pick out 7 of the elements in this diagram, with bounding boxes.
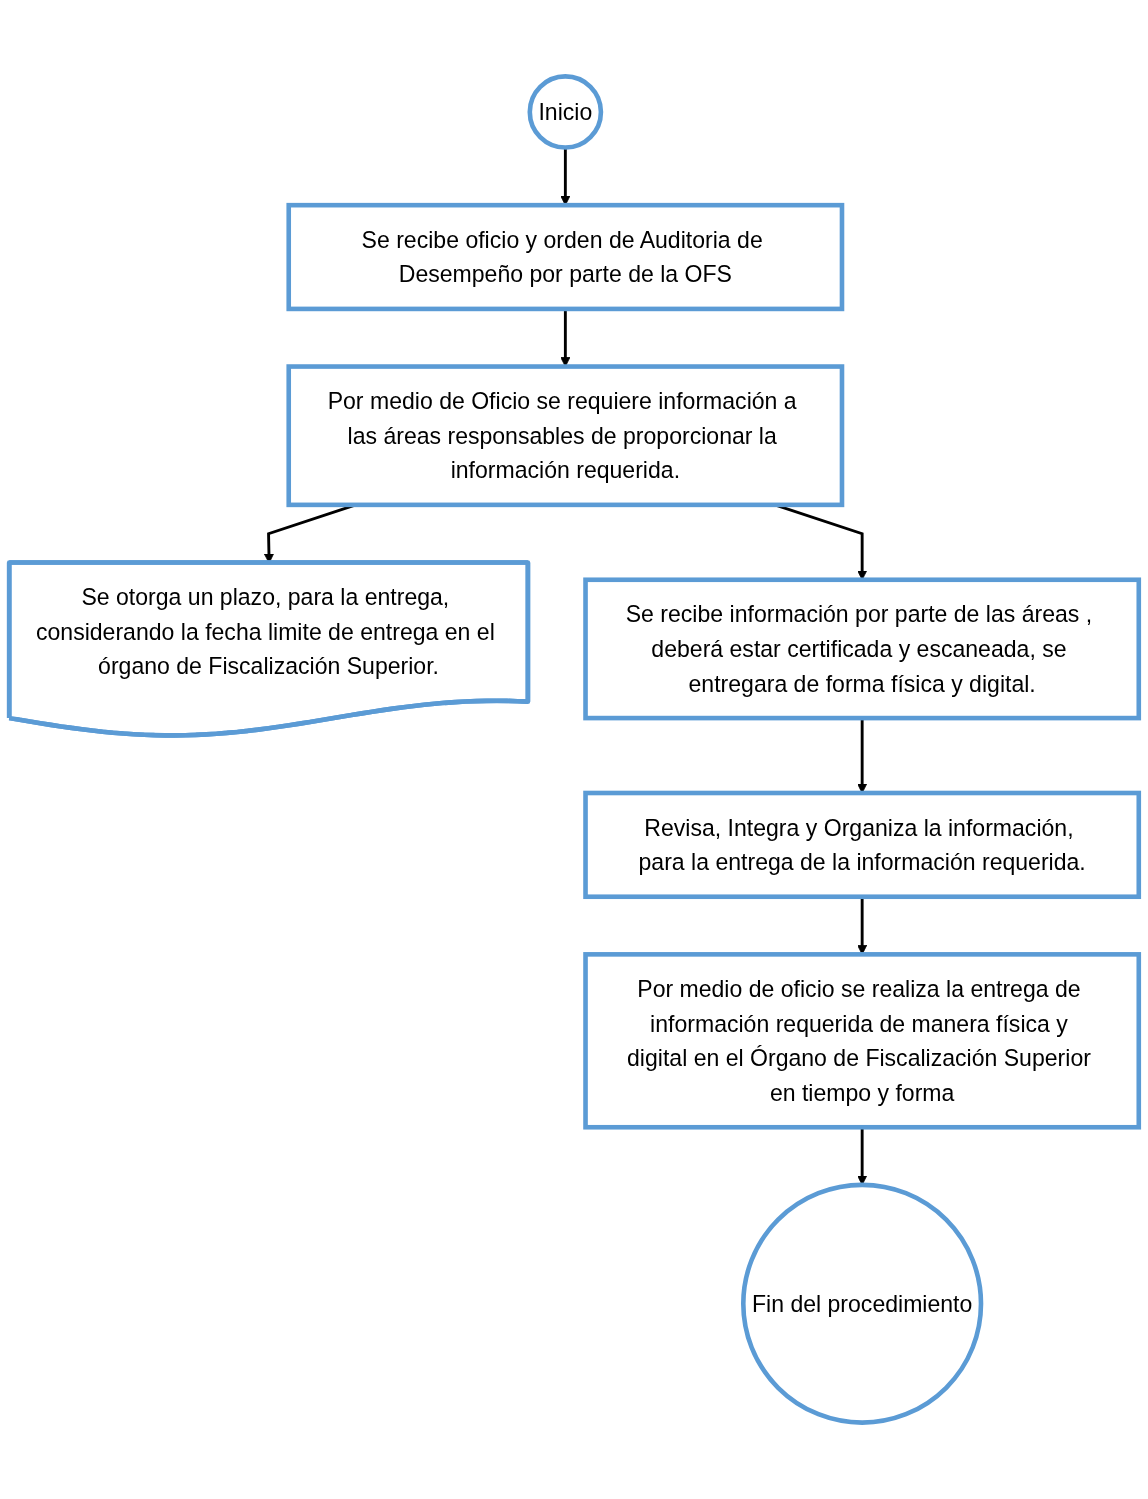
node-circle: Inicio (527, 74, 604, 150)
node-box: Por medio de Oficio se requiere información a las áreas responsables de proporcionar la información requerida. (286, 364, 845, 508)
node-box: Revisa, Integra y Organiza la información, para la entrega de la información requerida. (583, 790, 1142, 900)
node-box: Se recibe información por parte de las áreas , deberá estar certificada y escaneada, se entregara de forma física y digital. (583, 577, 1142, 721)
node-box: Se recibe oficio y orden de Auditoria de Desempeño por parte de la OFS (286, 202, 845, 312)
node-circle: Fin del procedimiento (741, 1182, 984, 1425)
node-box: Por medio de oficio se realiza la entrega de información requerida de manera física y digital en el Órgano de Fiscalización Superior en tiempo y forma (583, 952, 1142, 1130)
